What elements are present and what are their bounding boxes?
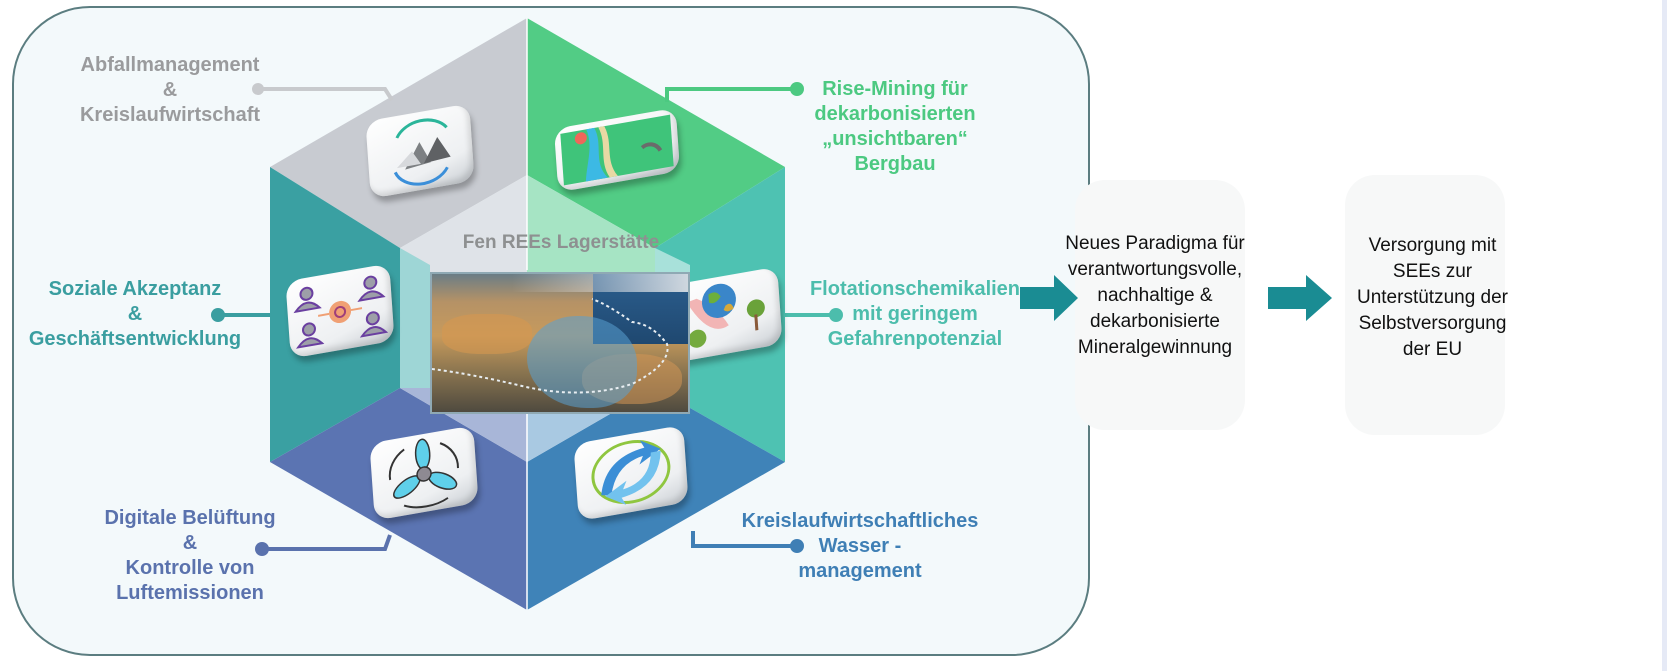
label-flotation: Flotationschemikalien mit geringem Gefah…	[809, 278, 1021, 350]
connector-ventilation	[255, 534, 392, 556]
connector-water	[691, 531, 804, 553]
recycle-rocks-icon	[365, 103, 475, 199]
label-social: Soziale Akzeptanz & Geschäftsentwicklung	[28, 278, 242, 350]
label-water: Kreislaufwirtschaftliches Wasser - manag…	[741, 510, 979, 582]
people-network-icon	[285, 263, 395, 359]
page-edge	[1662, 0, 1667, 671]
earth-in-hands-icon	[665, 266, 783, 364]
connector-social	[211, 308, 270, 322]
center-title: Fen REEs Lagerstätte	[462, 232, 660, 253]
circular-arrows-icon	[573, 424, 689, 522]
map-boundary	[432, 298, 669, 394]
map-location-icon	[553, 107, 681, 193]
map-clouds	[512, 274, 688, 292]
flow-arrow-1	[1020, 275, 1078, 321]
outcome-backdrop	[1075, 180, 1245, 430]
outcome-backdrop	[1345, 175, 1505, 435]
connector-flotation	[785, 308, 843, 322]
inner-hex-l	[400, 248, 430, 400]
fan-icon	[369, 425, 479, 521]
label-rise-mining: Rise-Mining für dekarbonisierten „unsich…	[814, 78, 976, 175]
connector-rise-mining	[665, 82, 804, 102]
flow-arrow-2	[1268, 275, 1332, 321]
label-ventilation: Digitale Belüftung & Kontrolle von Lufte…	[104, 507, 276, 604]
satellite-map-image	[430, 272, 690, 414]
map-terrain	[442, 314, 532, 354]
outcome-paradigm: Neues Paradigma für verantwortungsvolle,…	[1065, 233, 1245, 358]
label-waste: Abfallmanagement & Kreislaufwirtschaft	[79, 54, 261, 126]
connector-waste	[252, 83, 394, 102]
outcome-eu-supply: Versorgung mit SEEs zur Unterstützung de…	[1356, 235, 1509, 360]
